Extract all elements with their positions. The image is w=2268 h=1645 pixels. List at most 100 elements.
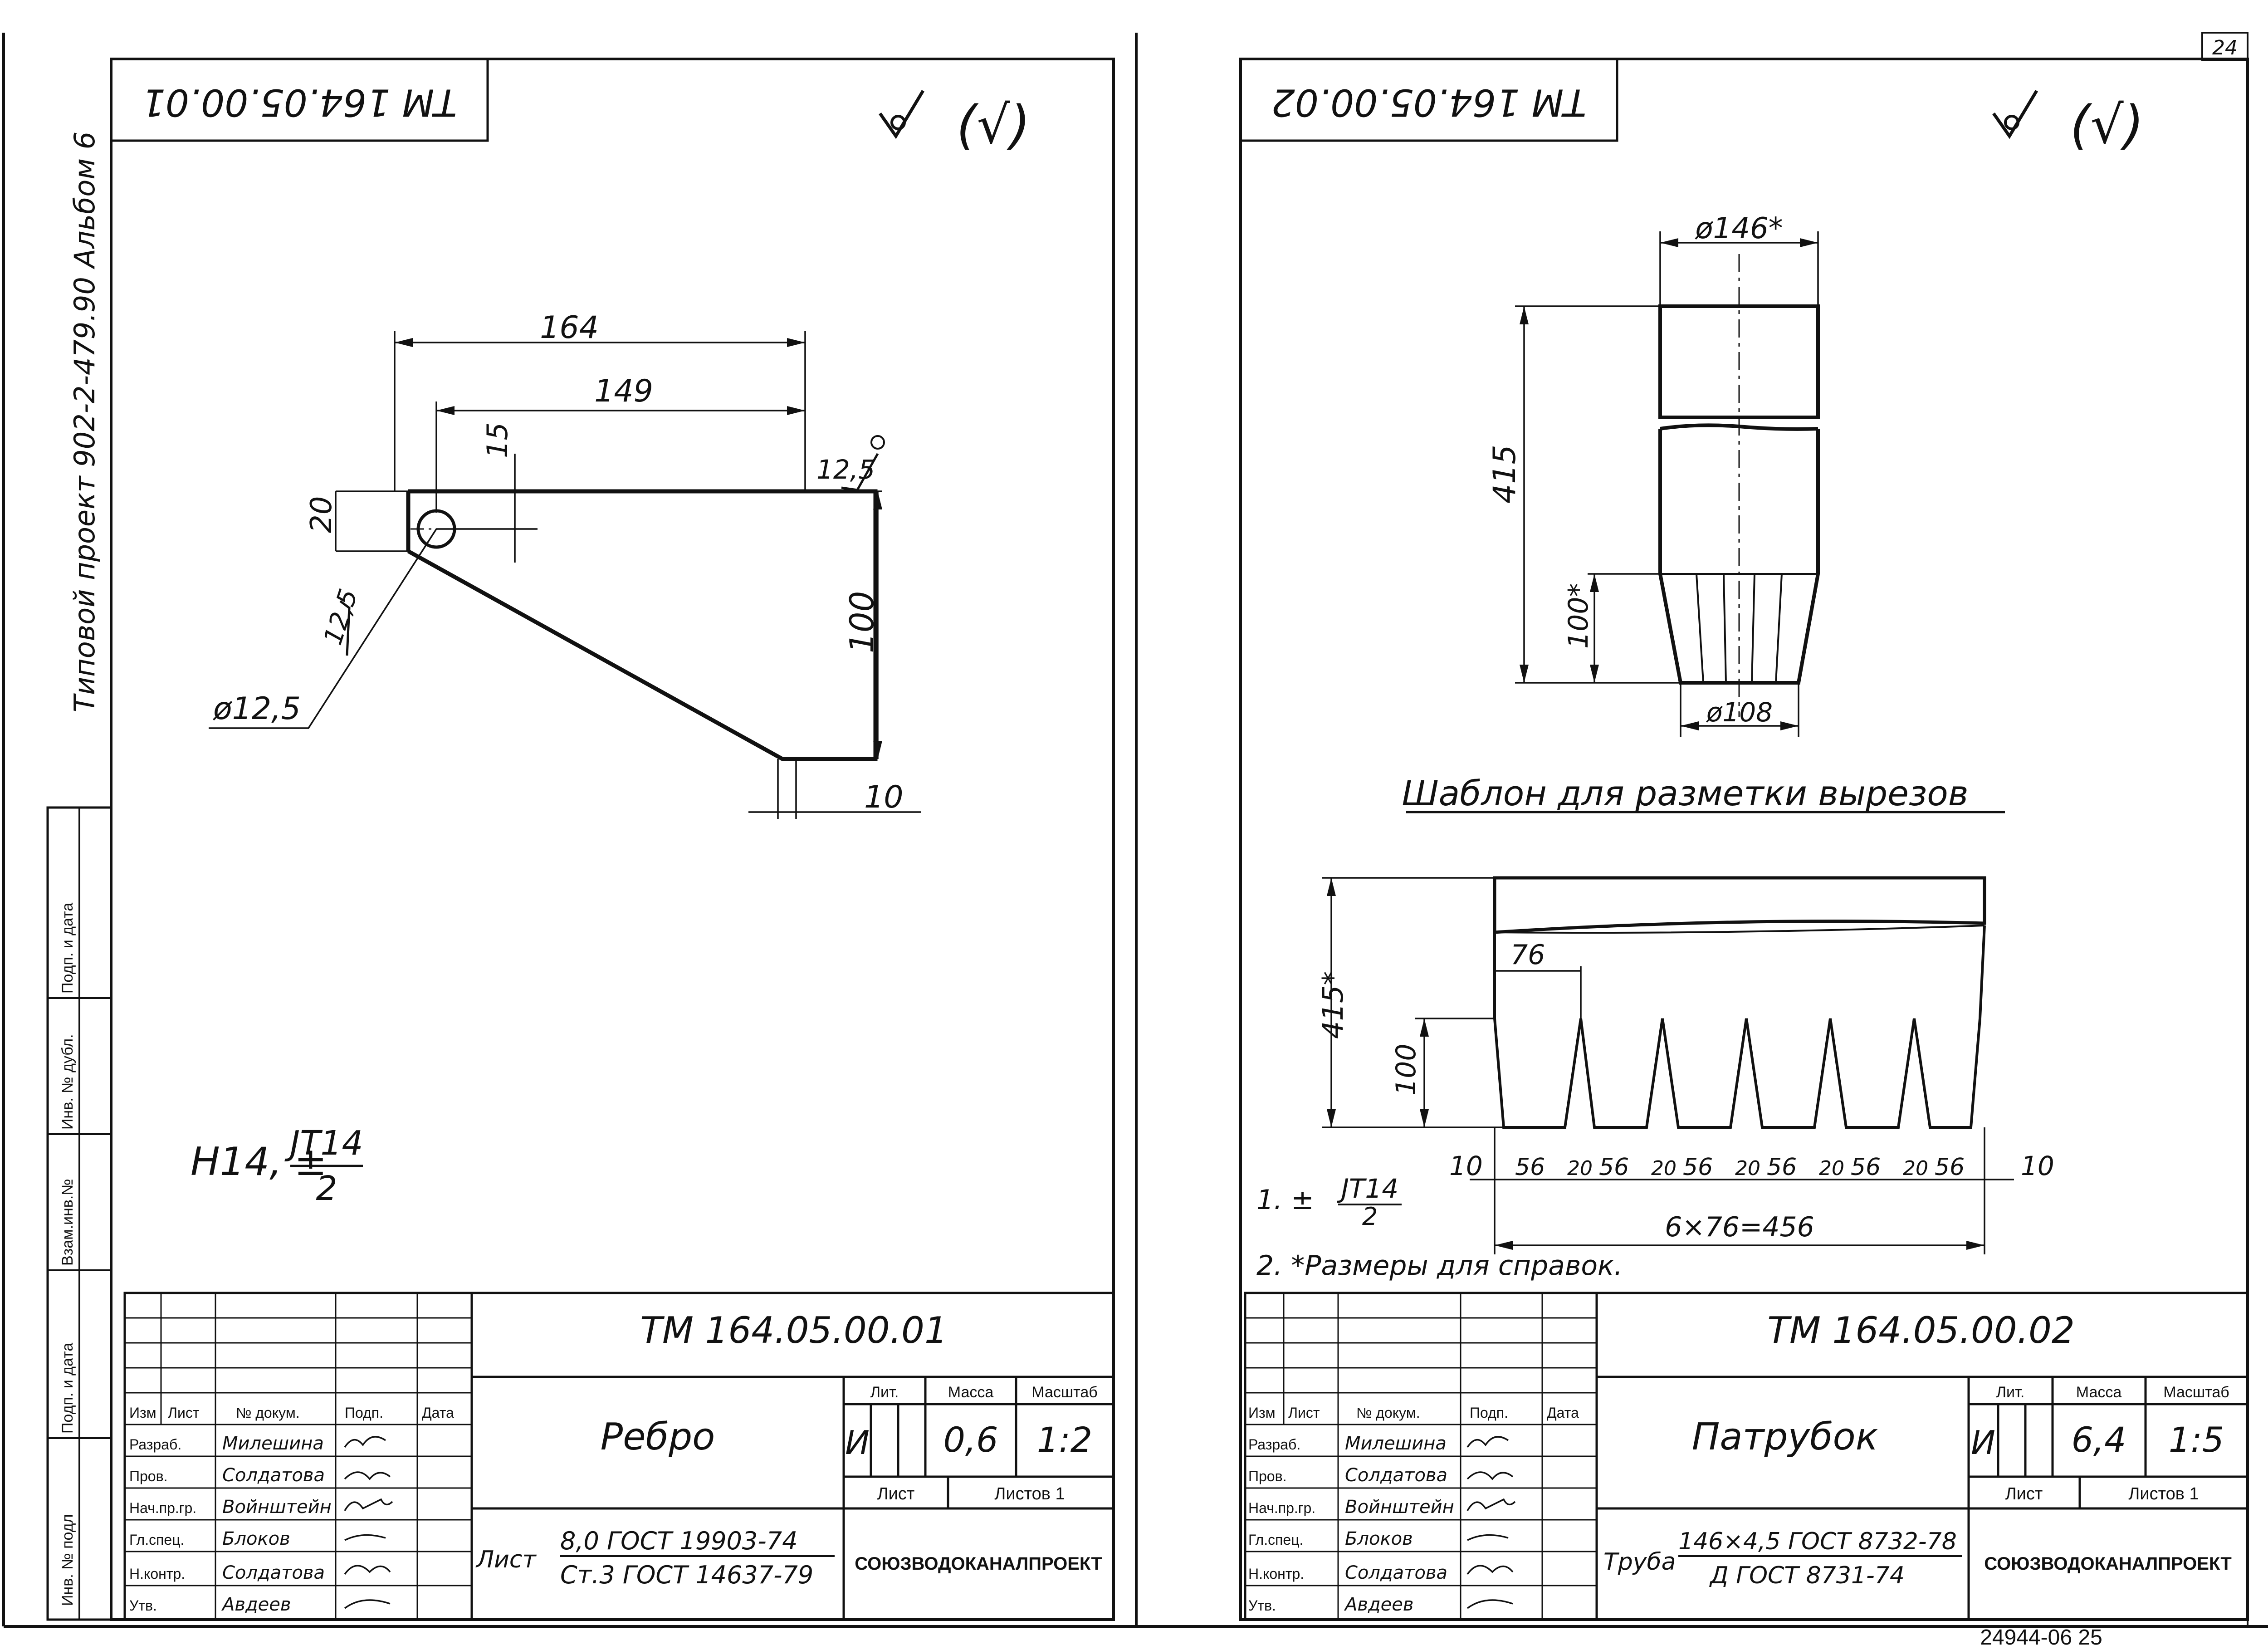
svg-text:56: 56 (1767, 1154, 1797, 1181)
svg-text:Нач.пр.гр.: Нач.пр.гр. (129, 1500, 196, 1516)
dim-415-template: 415* (1316, 971, 1349, 1039)
svg-text:Войнштейн: Войнштейн (1345, 1497, 1454, 1518)
archive-number: 24944-06 25 (1980, 1625, 2102, 1645)
svg-text:Авдеев: Авдеев (221, 1594, 291, 1615)
dim-76: 76 (1510, 939, 1545, 971)
svg-text:Гл.спец.: Гл.спец. (1248, 1532, 1303, 1548)
svg-text:Подп.: Подп. (345, 1405, 383, 1421)
material-bottom: Д ГОСТ 8731-74 (1709, 1562, 1905, 1589)
dim-100-template: 100 (1390, 1043, 1422, 1096)
material-bottom: Ст.3 ГОСТ 14637-79 (560, 1561, 813, 1589)
svg-text:20: 20 (1651, 1157, 1677, 1180)
cutout-template (1493, 876, 1986, 1129)
svg-text:Дата: Дата (1547, 1405, 1579, 1421)
svg-text:Милешина: Милешина (222, 1433, 324, 1454)
roughness-12-5-side: 12,5 (318, 586, 364, 656)
dim-15: 15 (481, 422, 514, 458)
svg-text:(√): (√) (2070, 95, 2144, 156)
svg-text:Изм: Изм (129, 1405, 156, 1421)
svg-text:И: И (845, 1424, 870, 1462)
svg-text:20: 20 (1819, 1157, 1844, 1180)
dim-164: 164 (540, 310, 599, 346)
sheet-rib: ТМ 164.05.00.01 (√) (110, 58, 1115, 1621)
svg-text:Лист: Лист (475, 1546, 537, 1573)
template-dimensions (1322, 877, 2014, 1254)
rib-dimensions (209, 331, 921, 819)
svg-text:2. *Размеры для справок.: 2. *Размеры для справок. (1256, 1250, 1623, 1282)
svg-text:Авдеев: Авдеев (1344, 1594, 1413, 1615)
svg-text:Солдатова: Солдатова (1345, 1562, 1447, 1583)
dim-10: 10 (864, 779, 904, 815)
svg-text:Подп.: Подп. (1470, 1405, 1508, 1421)
tooth-dimensions: 56 20 56 20 56 20 56 20 56 20 56 (1515, 1154, 1965, 1181)
svg-text:Блоков: Блоков (222, 1528, 290, 1549)
svg-text:H14, ±: H14, ± (191, 1139, 327, 1185)
roughness-mark: (√) (879, 90, 1031, 156)
svg-text:Дата: Дата (422, 1405, 454, 1421)
scale-value: 1:2 (1037, 1420, 1092, 1460)
dim-146: ø146* (1695, 212, 1783, 245)
part-name: Патрубок (1692, 1415, 1878, 1459)
svg-text:20: 20 (1567, 1157, 1593, 1180)
handwritten-signatures (344, 1436, 393, 1609)
svg-text:Н.контр.: Н.контр. (1248, 1566, 1304, 1582)
svg-text:Разраб.: Разраб. (129, 1436, 181, 1453)
corner-code: ТМ 164.05.00.02 (1271, 81, 1587, 124)
dim-100: 100 (843, 591, 881, 653)
svg-text:Масса: Масса (948, 1384, 994, 1401)
svg-text:И: И (1971, 1424, 1995, 1462)
svg-text:Масса: Масса (2076, 1384, 2122, 1401)
svg-text:Солдатова: Солдатова (222, 1465, 325, 1486)
svg-text:12,5: 12,5 (816, 454, 875, 485)
svg-text:(√): (√) (956, 95, 1030, 156)
title-block-rib: Изм Лист № докум. Подп. Дата Разраб. Про… (123, 1292, 1115, 1621)
side-cell-5: Инв. № подл (59, 1514, 76, 1606)
svg-text:Масштаб: Масштаб (2163, 1384, 2229, 1401)
designation: ТМ 164.05.00.01 (640, 1309, 948, 1351)
svg-text:1. ±: 1. ± (1256, 1184, 1314, 1216)
sheet-pipe: ТМ 164.05.00.02 (√) (1239, 58, 2249, 1621)
mass-value: 0,6 (943, 1420, 998, 1460)
dim-108: ø108 (1706, 697, 1773, 728)
svg-text:Изм: Изм (1248, 1405, 1276, 1421)
svg-text:56: 56 (1851, 1154, 1881, 1181)
rib-part (406, 489, 878, 761)
dim-149: 149 (594, 373, 653, 409)
svg-text:56: 56 (1599, 1154, 1629, 1181)
roughness-mark: (√) (1992, 90, 2144, 156)
dim-100: 100* (1563, 583, 1594, 649)
organization: СОЮЗВОДОКАНАЛПРОЕКТ (855, 1554, 1102, 1574)
svg-text:56: 56 (1935, 1154, 1965, 1181)
sheet-borders (2, 33, 2268, 1628)
pipe-view (1658, 254, 1820, 717)
designation: ТМ 164.05.00.02 (1767, 1309, 2075, 1351)
dim-total: 6×76=456 (1665, 1211, 1814, 1243)
svg-text:Масштаб: Масштаб (1031, 1384, 1097, 1401)
svg-text:Пров.: Пров. (129, 1468, 167, 1484)
svg-text:Листов 1: Листов 1 (2128, 1484, 2199, 1503)
svg-text:Пров.: Пров. (1248, 1468, 1286, 1484)
svg-text:JT14: JT14 (1337, 1173, 1398, 1204)
svg-text:Блоков: Блоков (1345, 1528, 1413, 1549)
template-title: Шаблон для разметки вырезов (1402, 773, 1968, 813)
svg-text:Утв.: Утв. (1248, 1597, 1276, 1614)
scale-value: 1:5 (2169, 1420, 2224, 1460)
svg-text:Гл.спец.: Гл.спец. (129, 1532, 184, 1548)
svg-text:24: 24 (2212, 36, 2238, 59)
svg-text:№ докум.: № докум. (236, 1405, 300, 1421)
signature-rows: Разраб. Пров. Нач.пр.гр. Гл.спец. Н.конт… (129, 1433, 393, 1615)
svg-text:Лист: Лист (877, 1484, 915, 1503)
svg-text:Лит.: Лит. (1996, 1384, 2025, 1401)
svg-text:Солдатова: Солдатова (222, 1562, 325, 1583)
side-cell-3: Взам.инв.№ (59, 1179, 76, 1266)
svg-text:12,5: 12,5 (318, 586, 363, 649)
svg-text:Милешина: Милешина (1345, 1433, 1447, 1454)
svg-text:Лист: Лист (1288, 1405, 1320, 1421)
svg-text:Войнштейн: Войнштейн (222, 1497, 332, 1518)
svg-text:56: 56 (1515, 1154, 1545, 1181)
svg-text:Утв.: Утв. (129, 1597, 157, 1614)
organization: СОЮЗВОДОКАНАЛПРОЕКТ (1984, 1554, 2232, 1574)
pipe-dimensions (1515, 231, 1819, 737)
roughness-12-5-top: 12,5 (816, 435, 885, 491)
